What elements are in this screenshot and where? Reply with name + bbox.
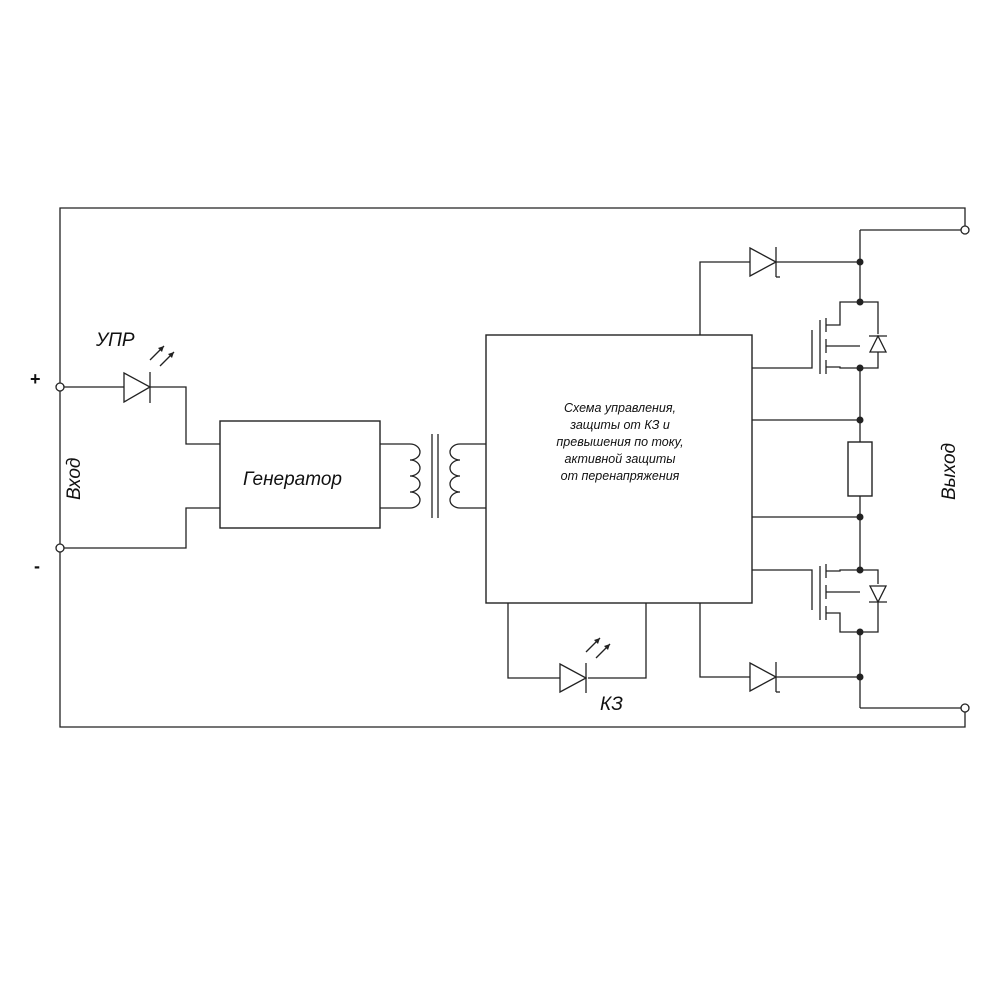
generator-label: Генератор	[243, 469, 342, 490]
control-block-line-4: активной защиты	[565, 452, 676, 466]
control-block-line-2: защиты от КЗ и	[569, 418, 670, 432]
led-fault-label: КЗ	[600, 694, 623, 715]
transformer	[380, 434, 486, 518]
resistor	[752, 419, 873, 518]
control-block	[485, 334, 753, 604]
input-wires	[64, 386, 220, 549]
led-power	[120, 345, 175, 404]
led-fault	[507, 603, 647, 694]
input-plus-terminal	[55, 382, 65, 392]
control-block-line-3: превышения по току,	[556, 435, 683, 449]
mosfet-bottom	[752, 564, 888, 633]
mosfet-top	[752, 301, 888, 374]
outer-frame	[59, 207, 966, 728]
diode-top	[699, 246, 860, 335]
junction-dots	[856, 258, 864, 681]
output-minus-terminal	[960, 703, 970, 713]
control-block-line-1: Схема управления,	[564, 401, 676, 415]
input-minus-sign: -	[34, 556, 40, 576]
generator-block	[219, 420, 381, 529]
output-label: Выход	[939, 443, 960, 500]
output-plus-terminal	[960, 225, 970, 235]
control-block-line-5: от перенапряжения	[561, 469, 680, 483]
led-power-label: УПР	[95, 330, 135, 351]
input-label: Вход	[64, 458, 85, 500]
diode-bottom	[699, 603, 860, 693]
output-rail	[859, 229, 961, 709]
input-plus-sign: +	[30, 369, 41, 389]
input-minus-terminal	[55, 543, 65, 553]
